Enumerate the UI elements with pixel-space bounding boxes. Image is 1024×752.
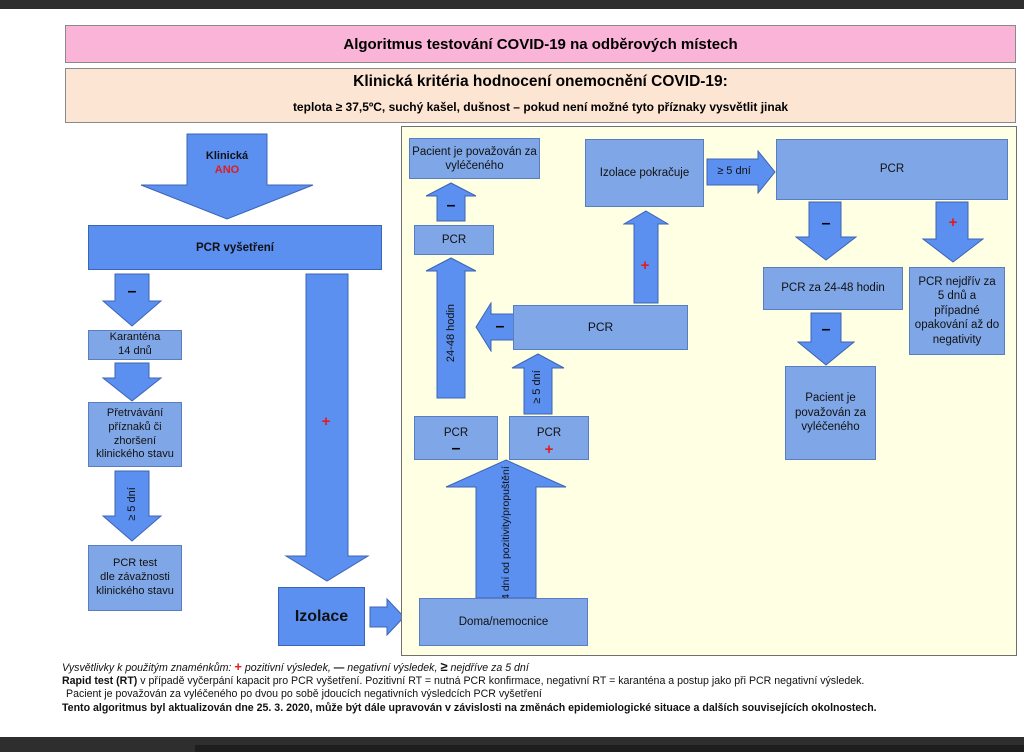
criteria-text: teplota ≥ 37,5ºC, suchý kašel, dušnost –… [292, 100, 789, 114]
minus-sign: – [127, 283, 137, 300]
negative-arrow-down-mid [797, 312, 855, 366]
minus-sign: – [495, 318, 505, 335]
legend-text: nejdříve za 5 dní [447, 662, 529, 674]
pacient-vyleceny-box-1: Pacient je považován za vyléčeného [409, 138, 540, 179]
pcr-nejdriv-box: PCR nejdřív za 5 dnů a případné opakován… [909, 267, 1005, 355]
legend-text: pozitivní výsledek, [241, 662, 334, 674]
pcr-test-box: PCR test dle závažnosti klinického stavu [88, 545, 182, 611]
hodin-24-48-arrow [425, 257, 477, 399]
doma-nemocnice-box: Doma/nemocnice [419, 598, 588, 646]
ge5-left-label: ≥ 5 dní [126, 487, 138, 521]
bottom-window-bar [0, 737, 1024, 752]
legend-updated: Tento algoritmus byl aktualizován dne 25… [62, 701, 877, 714]
plus-sign: + [544, 441, 554, 458]
pretrvavani-box: Přetrvávání příznaků či zhoršení klinick… [88, 402, 182, 467]
dni14-label: 14 dní od pozitivity/propuštění [500, 466, 512, 606]
pcr-box-mid: PCR [513, 305, 688, 350]
legend-rapid-test: Rapid test (RT) v případě vyčerpání kapa… [62, 675, 1012, 688]
legend-rapid-text: v případě vyčerpání kapacit pro PCR vyše… [137, 675, 865, 688]
pcr-vysetreni-box: PCR vyšetření [88, 225, 382, 270]
ge5-top-arrow [706, 150, 776, 194]
positive-arrow-izolace [284, 273, 370, 582]
pcr-box-a: PCR [414, 225, 494, 255]
legend-plus: + [234, 659, 242, 674]
legend: Vysvětlivky k použitým znaménkům: + pozi… [62, 660, 1012, 715]
negative-arrow-down-top [795, 201, 857, 261]
pcr-box-top: PCR [776, 139, 1008, 200]
legend-signs: Vysvětlivky k použitým znaménkům: + pozi… [62, 660, 1012, 675]
legend-rapid-label: Rapid test (RT) [62, 675, 138, 688]
karantena-arrow [102, 362, 162, 402]
legend-text: negativní výsledek, [344, 662, 441, 674]
minus-sign: – [821, 321, 831, 338]
hodin-24-48-label: 24-48 hodin [445, 303, 457, 363]
plus-sign: + [321, 413, 331, 430]
ge5-arrow-left [102, 470, 162, 542]
legend-cured: Pacient je považován za vyléčeného po dv… [66, 688, 542, 701]
plus-sign: + [948, 214, 958, 231]
criteria-box: Klinická kritéria hodnocení onemocnění C… [65, 68, 1016, 123]
legend-text: Vysvětlivky k použitým znaménkům: [62, 662, 235, 674]
karantena-box: Karanténa 14 dnů [88, 330, 182, 360]
izolace-box: Izolace [278, 587, 365, 646]
minus-sign: – [446, 197, 456, 214]
legend-ge: ≥ [440, 659, 448, 674]
legend-dash: — [333, 662, 345, 674]
izolace-right-arrow [369, 598, 405, 636]
plus-sign: + [640, 257, 650, 274]
ge5-mid-arrow [511, 353, 565, 415]
diagram-title: Algoritmus testování COVID-19 na odběrov… [65, 25, 1016, 63]
negative-arrow-up-1 [425, 182, 477, 222]
criteria-title: Klinická kritéria hodnocení onemocnění C… [353, 73, 728, 90]
pcr-24-48-box: PCR za 24-48 hodin [763, 267, 903, 310]
minus-sign: – [821, 215, 831, 232]
minus-sign: – [451, 440, 461, 457]
pacient-vyleceny-box-2: Pacient je považován za vyléčeného [785, 366, 876, 460]
top-window-bar [0, 0, 1024, 9]
negative-arrow-1 [102, 273, 162, 327]
izolace-pokracuje-box: Izolace pokračuje [585, 139, 704, 207]
positive-arrow-up [623, 210, 669, 304]
pcr-negative-box: PCR [414, 416, 498, 460]
ano-label: ANO [214, 164, 240, 176]
ge5-mid-label: ≥ 5 dní [531, 370, 543, 404]
klinicka-label: Klinická [205, 150, 249, 162]
positive-arrow-down-top [922, 201, 984, 263]
clinical-yes-arrow [140, 133, 314, 220]
ge5-top-label: ≥ 5 dní [717, 165, 751, 177]
pcr-positive-box: PCR [509, 416, 589, 460]
